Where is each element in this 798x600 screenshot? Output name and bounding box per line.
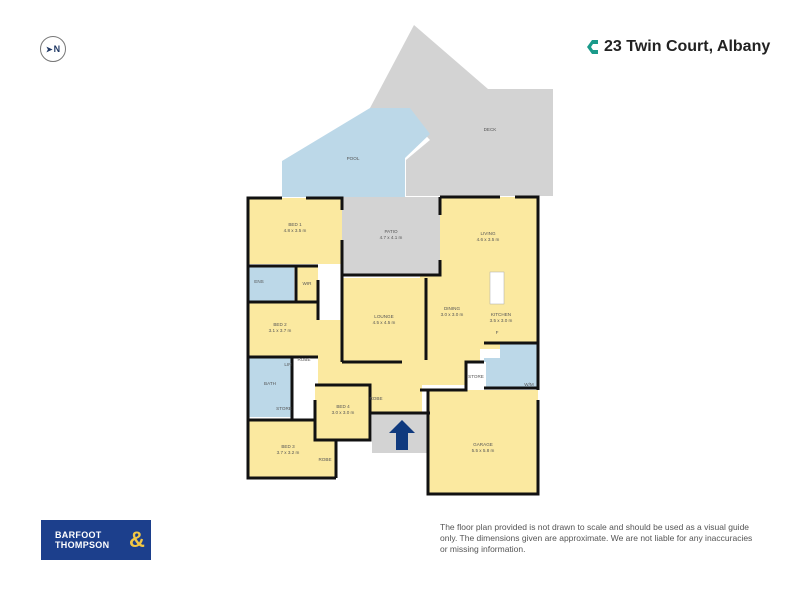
north-arrow-icon: ➤ <box>45 44 53 54</box>
ens-label: ENS <box>254 279 263 284</box>
bed4-size: 3.0 x 3.0 m <box>332 410 355 415</box>
robe2-label: ROBE <box>369 396 382 401</box>
entry-arrow-icon <box>389 420 415 450</box>
lounge-label: LOUNGE <box>374 314 393 319</box>
lounge-size: 4.5 x 4.5 m <box>373 320 396 325</box>
north-compass-icon: ➤ N <box>40 36 66 62</box>
pool-area <box>282 108 430 197</box>
brand-logo: BARFOOT THOMPSON & <box>41 520 151 560</box>
brand-line1: BARFOOT <box>55 530 102 540</box>
kitchen-label: KITCHEN <box>491 312 511 317</box>
robe3-label: ROBE <box>318 457 331 462</box>
wir-label: WIR <box>303 281 313 286</box>
disclaimer-text: The floor plan provided is not drawn to … <box>440 522 753 554</box>
living-label: LIVING <box>480 231 495 236</box>
patio-area <box>342 197 440 275</box>
store1-label: STORE <box>276 406 292 411</box>
garage-room <box>428 390 538 494</box>
garage-label: GARAGE <box>473 442 493 447</box>
store2-label: STORE <box>468 374 484 379</box>
ens-room <box>248 266 294 302</box>
kitchen-size: 3.5 x 3.0 m <box>490 318 513 323</box>
walls <box>246 195 540 496</box>
patio-size: 4.7 x 4.1 m <box>380 235 403 240</box>
fridge-label: F <box>496 330 499 335</box>
garage-size: 5.5 x 5.8 m <box>472 448 495 453</box>
bed2-size: 3.1 x 3.7 m <box>269 328 292 333</box>
laundry-room <box>484 358 538 388</box>
pool-label: POOL <box>347 156 360 161</box>
store2-room <box>466 362 486 388</box>
bed3-size: 3.7 x 3.2 m <box>277 450 300 455</box>
deck-label: DECK <box>484 127 498 132</box>
kitchen-island <box>489 271 505 305</box>
dining-label: DINING <box>444 306 461 311</box>
patio-label: PATIO <box>384 229 398 234</box>
bed2-label: BED 2 <box>273 322 287 327</box>
brand-line2: THOMPSON <box>55 540 110 550</box>
property-address: 23 Twin Court, Albany <box>604 38 771 55</box>
wc-room <box>500 343 538 359</box>
robe1-label: ROBE <box>297 357 310 362</box>
c-logo-icon <box>587 40 598 54</box>
bath-label: BATH <box>264 381 276 386</box>
living-size: 4.6 x 3.5 m <box>477 237 500 242</box>
compass-label: N <box>53 44 61 54</box>
bath-room <box>248 357 292 417</box>
brand-ampersand: & <box>129 527 145 552</box>
bed3-room <box>248 420 336 478</box>
wir-room <box>296 266 318 302</box>
bed4-label: BED 4 <box>336 404 350 409</box>
bed2-room <box>248 302 318 357</box>
stair-area <box>318 290 342 320</box>
property-title: 23 Twin Court, Albany <box>587 38 770 56</box>
bed3-label: BED 3 <box>281 444 295 449</box>
bed1-size: 4.8 x 3.5 m <box>284 228 307 233</box>
dining-size: 3.0 x 3.0 m <box>441 312 464 317</box>
bed1-label: BED 1 <box>288 222 302 227</box>
wm-label: W/M <box>524 382 534 387</box>
lin-label: LIN <box>284 362 291 367</box>
bed1-room <box>248 198 342 264</box>
deck-area <box>370 25 553 196</box>
